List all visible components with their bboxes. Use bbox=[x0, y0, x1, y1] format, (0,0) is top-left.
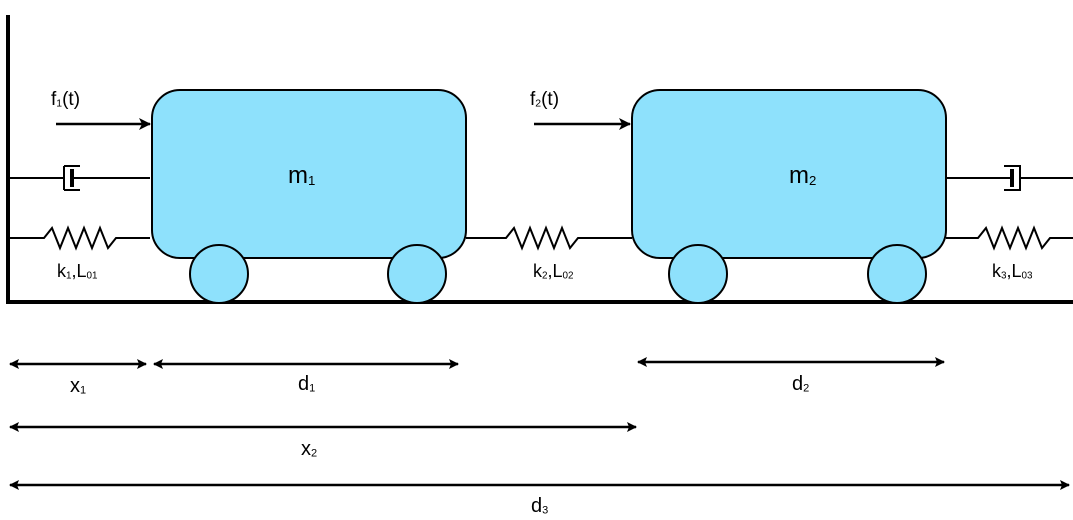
mass-1-block bbox=[151, 89, 467, 259]
dim-label-x1: x1 bbox=[70, 375, 87, 397]
force-label-1: f1(t) bbox=[51, 89, 81, 110]
spring-2 bbox=[466, 225, 632, 251]
mass-1-wheel-left bbox=[189, 244, 249, 304]
spring-label-1: k1,L01 bbox=[57, 261, 98, 282]
mass-label-2: m2 bbox=[789, 162, 817, 189]
force-label-2: f2(t) bbox=[530, 89, 560, 110]
damper-1 bbox=[8, 165, 150, 191]
dim-label-d2: d2 bbox=[792, 373, 810, 395]
mass-2-wheel-left bbox=[668, 244, 728, 304]
spring-label-3: k3,L03 bbox=[992, 261, 1033, 282]
mass-1-wheel-right bbox=[387, 244, 447, 304]
dim-label-d3: d3 bbox=[531, 495, 549, 517]
mass-2-wheel-right bbox=[867, 244, 927, 304]
damper-2 bbox=[946, 165, 1073, 191]
dim-label-x2: x2 bbox=[301, 438, 318, 460]
mass-label-1: m1 bbox=[288, 162, 316, 189]
spring-3 bbox=[946, 225, 1073, 251]
spring-1 bbox=[8, 225, 150, 251]
mass-2-block bbox=[631, 89, 947, 259]
spring-label-2: k2,L02 bbox=[533, 261, 574, 282]
dim-label-d1: d1 bbox=[298, 373, 316, 395]
